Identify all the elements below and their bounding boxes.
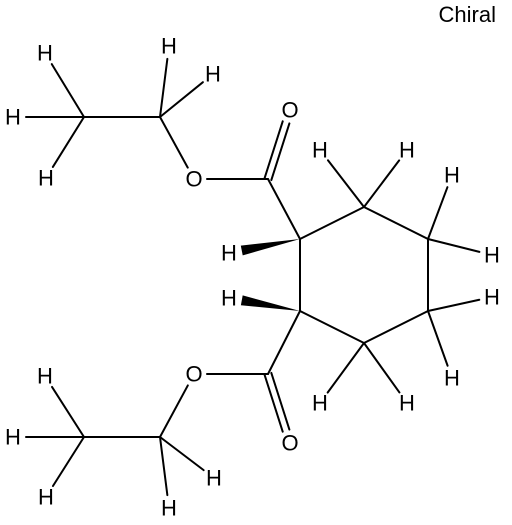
bond-cm1-hm1a	[159, 57, 169, 118]
bond-ct1-ht1a	[50, 63, 85, 118]
bond-c5-h6a	[326, 342, 365, 394]
atom-ht2c: H	[38, 485, 54, 510]
atom-h5b: H	[444, 366, 460, 391]
bond-cm1-hm1b	[159, 81, 204, 118]
atom-ht1b: H	[5, 105, 21, 130]
bond-c4-h5b	[427, 310, 449, 367]
bond-cm2-hm2a	[159, 436, 205, 472]
bond-c2-c3	[363, 206, 429, 240]
atom-h4a: H	[444, 163, 460, 188]
bond-os1-cm1	[159, 116, 189, 169]
atom-od2: O	[281, 431, 298, 456]
atom-os2: O	[185, 362, 202, 387]
bond-cm2-hm2b	[159, 436, 169, 497]
chiral-label: Chiral	[439, 2, 496, 27]
bond-os2-cm2	[159, 384, 189, 438]
bond-ct2-ht2a	[51, 385, 85, 438]
atom-ht2a: H	[37, 364, 53, 389]
bond-c3-h4a	[427, 186, 449, 240]
bond-c2-h3b	[363, 159, 401, 208]
bond-c2-h3a	[326, 159, 365, 208]
atom-ht2b: H	[5, 425, 21, 450]
atom-h6a: H	[312, 391, 328, 416]
atom-od1: O	[281, 98, 298, 123]
bond-c5-h6b	[363, 342, 401, 394]
atom-hm1a: H	[161, 34, 177, 59]
atom-ht1a: H	[37, 41, 53, 66]
bond-c5-c6	[299, 310, 365, 344]
bonds	[25, 57, 481, 497]
wedge-bond-c6-h2	[240, 295, 300, 311]
bond-c1-c2	[299, 206, 365, 240]
atom-hm1b: H	[205, 62, 221, 87]
bond-ct1-ht1c	[51, 116, 85, 168]
bond-c4-h5a	[427, 298, 481, 312]
atom-h5a: H	[484, 285, 500, 310]
bond-c3-h4b	[427, 238, 481, 253]
atom-h6b: H	[399, 391, 415, 416]
atom-ht1c: H	[38, 166, 54, 191]
double-bond-cc1-od1-2	[263, 120, 284, 179]
atom-h3b: H	[399, 138, 415, 163]
atom-h2: H	[221, 286, 237, 311]
bond-c4-c5	[363, 310, 429, 344]
double-bond-cc1-od1-1	[270, 122, 291, 182]
atom-os1: O	[185, 167, 202, 192]
atom-hm2a: H	[206, 466, 222, 491]
wedge-bond-c1-h1	[240, 239, 300, 256]
atom-h1: H	[221, 241, 237, 266]
bond-c1-cc1	[267, 178, 301, 240]
bond-ct2-ht2c	[51, 436, 85, 488]
bond-c6-cc2	[267, 310, 301, 375]
double-bond-cc2-od2-1	[263, 374, 284, 433]
atom-h4b: H	[484, 243, 500, 268]
double-bond-cc2-od2-2	[270, 371, 291, 431]
atom-hm2b: H	[161, 496, 177, 521]
atom-h3a: H	[312, 138, 328, 163]
